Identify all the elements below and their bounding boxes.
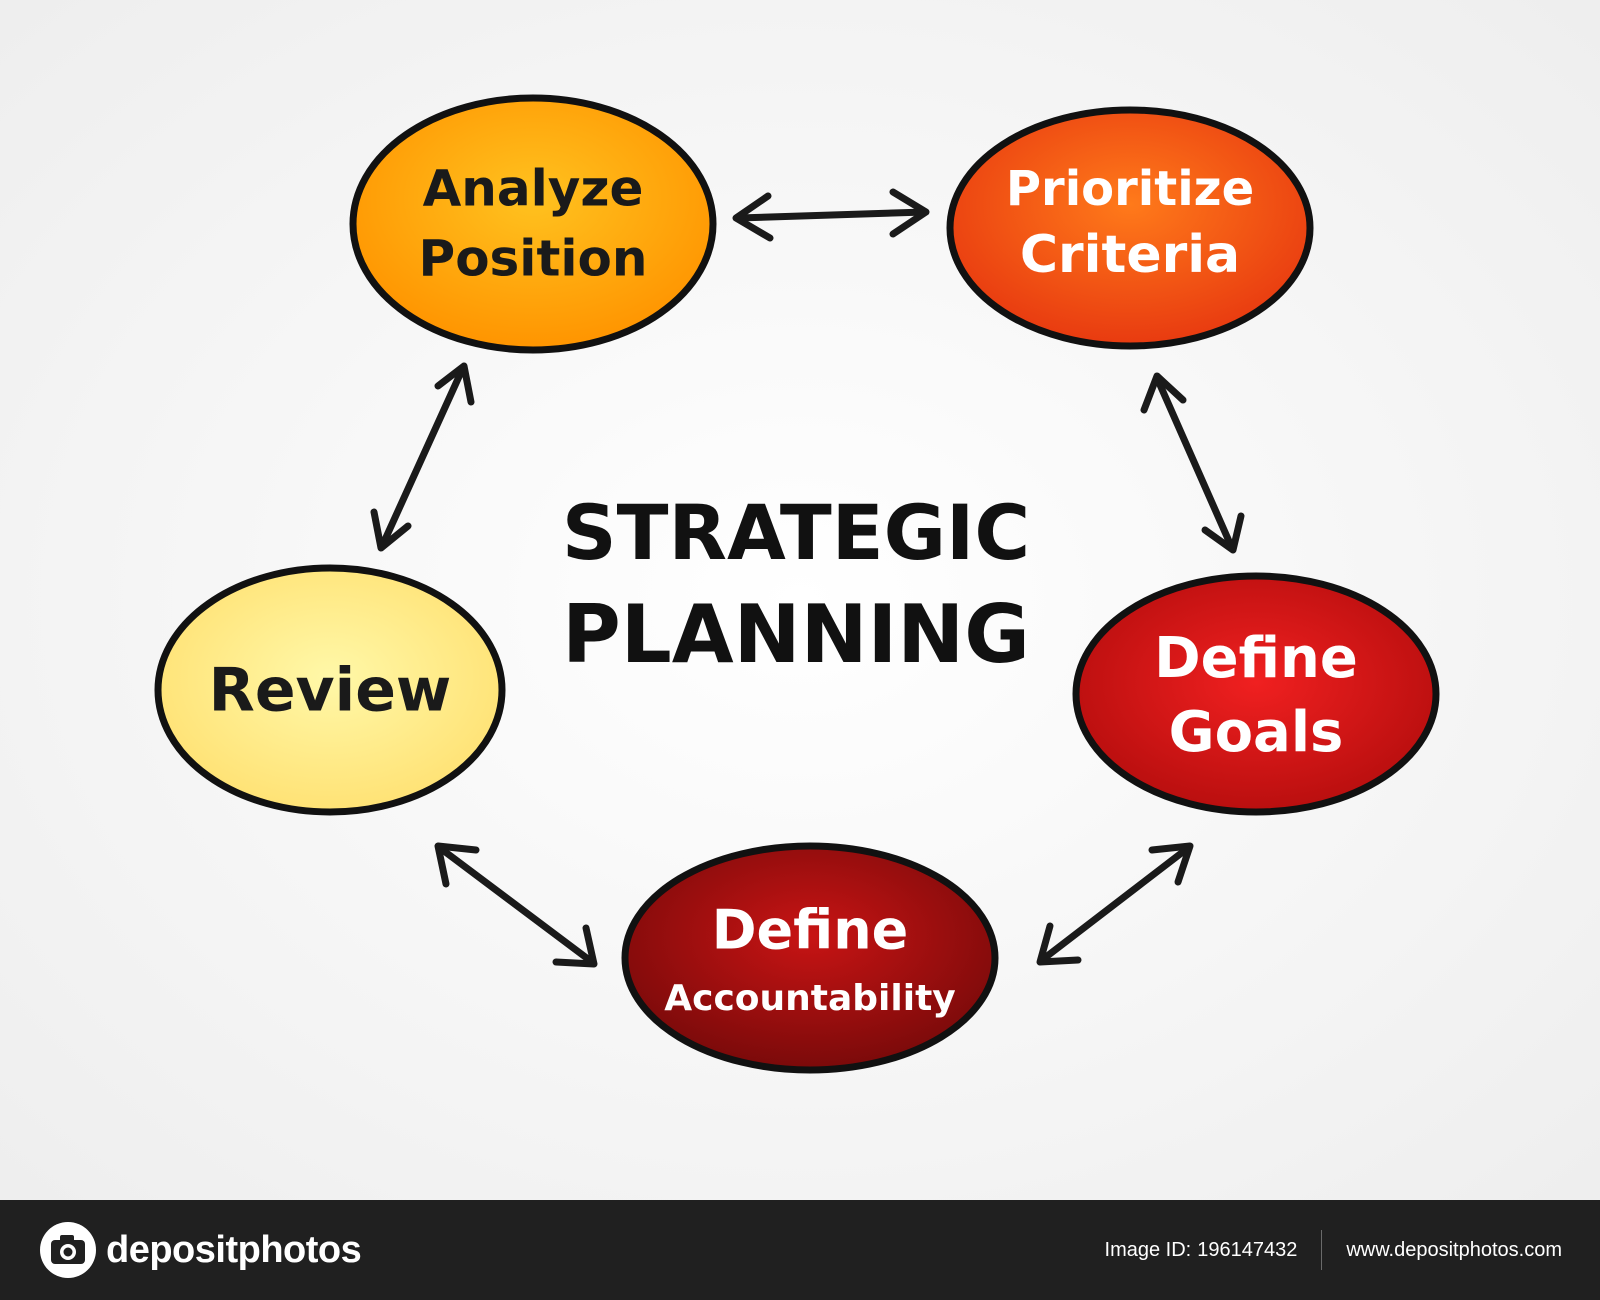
node-label-prioritize: Prioritize <box>1006 161 1254 217</box>
arrow-goals-accountability <box>1036 842 1194 966</box>
node-label-criteria: Criteria <box>1020 225 1240 285</box>
arrows <box>370 188 1245 968</box>
footer-info: Image ID: 196147432 www.depositphotos.co… <box>1105 1230 1562 1270</box>
camera-logo-icon <box>40 1222 96 1278</box>
node-label-position: Position <box>419 230 648 288</box>
node-define-goals: Define Goals <box>1072 572 1440 816</box>
site-url-link[interactable]: www.depositphotos.com <box>1346 1238 1562 1261</box>
center-title: STRATEGIC PLANNING <box>562 488 1030 681</box>
brand-name: depositphotos <box>106 1228 362 1271</box>
footer-divider <box>1321 1230 1323 1270</box>
arrow-accountability-review <box>434 842 598 968</box>
node-prioritize-criteria: Prioritize Criteria <box>946 106 1314 350</box>
image-id-label: Image ID: <box>1104 1238 1192 1261</box>
node-define-accountability: Define Accountability <box>621 842 999 1074</box>
node-review: Review <box>154 564 506 816</box>
node-label-define: Define <box>712 899 909 962</box>
arrow-analyze-prioritize <box>732 188 930 242</box>
node-label-analyze: Analyze <box>423 160 644 218</box>
depositphotos-logo[interactable]: depositphotos <box>38 1220 362 1280</box>
arrow-prioritize-goals <box>1140 372 1245 554</box>
node-label-goals: Goals <box>1169 700 1344 765</box>
center-title-line1: STRATEGIC <box>562 488 1030 577</box>
node-label-accountability: Accountability <box>664 978 956 1019</box>
node-analyze-position: Analyze Position <box>349 94 717 354</box>
node-label-review: Review <box>209 656 452 726</box>
image-id-value: 196147432 <box>1197 1238 1298 1261</box>
center-title-line2: PLANNING <box>562 588 1030 681</box>
strategic-planning-diagram: Analyze Position Prioritize Criteria Def… <box>0 0 1600 1200</box>
node-label-define: Define <box>1154 626 1358 691</box>
footer-bar: depositphotos Image ID: 196147432 www.de… <box>0 1200 1600 1300</box>
arrow-review-analyze <box>370 362 475 552</box>
